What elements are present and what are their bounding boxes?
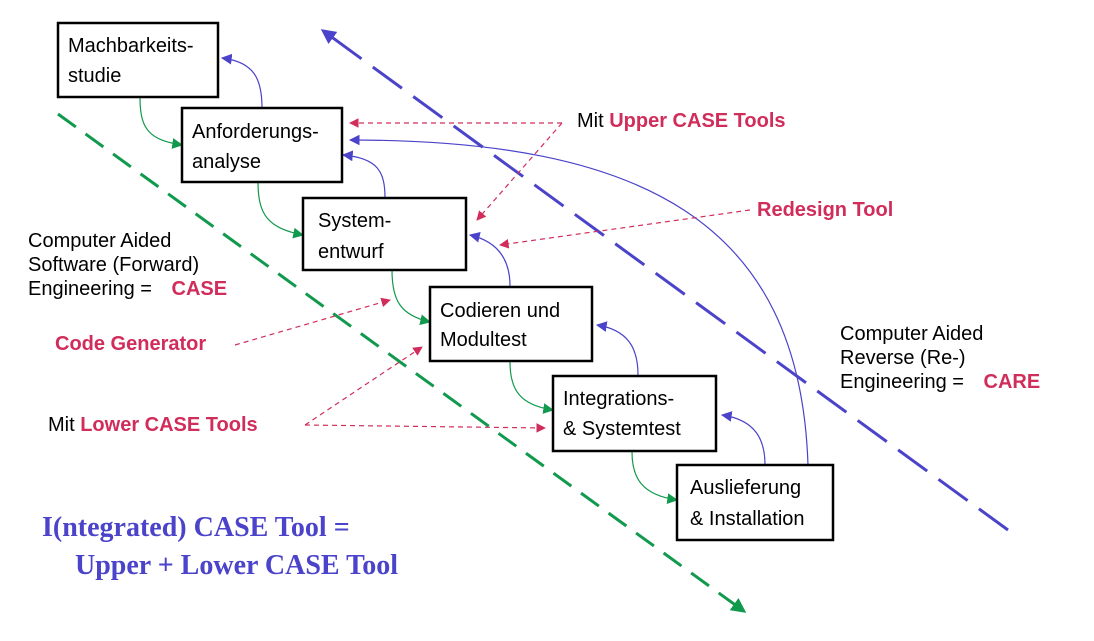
redesign-tool-label: Redesign Tool [757, 199, 893, 221]
phase-line-1: Integrations- [563, 388, 674, 410]
care-acronym: CARE [984, 371, 1041, 393]
care-line-2: Reverse (Re-) [840, 347, 966, 369]
flow-arrow-2 [257, 181, 305, 239]
flow-arrow-5 [631, 451, 679, 504]
lower-tool-arrow-1 [304, 346, 423, 426]
phase-box-feasibility: Machbarkeits- studie [56, 21, 220, 99]
phase-box-integration: Integrations- & Systemtest [551, 374, 718, 453]
reverse-arrow-1 [220, 53, 263, 109]
flow-arrow-1 [139, 97, 184, 149]
case-line-2: Software (Forward) [28, 254, 199, 276]
reverse-arrow-4 [595, 321, 639, 376]
case-label: Computer Aided Software (Forward) Engine… [28, 230, 227, 300]
phase-box-requirements: Anforderungs- analyse [180, 106, 344, 184]
case-line-1: Computer Aided [28, 230, 171, 252]
phase-line-1: Anforderungs- [192, 121, 319, 143]
phase-line-2: & Installation [690, 508, 805, 530]
phase-line-1: Machbarkeits- [68, 35, 194, 57]
lower-case-tools-label: Mit Lower CASE Tools [48, 414, 258, 436]
phase-line-2: studie [68, 65, 121, 87]
case-line-3: Engineering = CASE [28, 278, 227, 300]
redesign-tool-arrow [499, 209, 751, 249]
reverse-flow-arrows [220, 53, 809, 466]
phase-line-2: analyse [192, 151, 261, 173]
flow-arrow-4 [509, 361, 555, 414]
phase-box-coding: Codieren und Modultest [428, 285, 594, 363]
care-label: Computer Aided Reverse (Re-) Engineering… [840, 323, 1040, 393]
phase-line-1: Codieren und [440, 300, 560, 322]
care-line-1: Computer Aided [840, 323, 983, 345]
integrated-line-2: Upper + Lower CASE Tool [75, 550, 398, 581]
phase-line-1: System- [318, 210, 391, 232]
integrated-line-1: I(ntegrated) CASE Tool = [42, 512, 350, 543]
forward-flow-arrows [139, 97, 679, 504]
upper-case-tools-label: Mit Upper CASE Tools [577, 110, 786, 132]
phase-box-delivery: Auslieferung & Installation [675, 463, 835, 542]
tool-pointer-arrows [234, 118, 751, 433]
reverse-engineering-arrow [320, 28, 1009, 532]
forward-engineering-arrow [57, 112, 747, 614]
case-acronym: CASE [172, 278, 228, 300]
phase-box-system-design: System- entwurf [301, 196, 468, 272]
integrated-case-statement: I(ntegrated) CASE Tool = Upper + Lower C… [42, 512, 398, 581]
phase-line-2: entwurf [318, 241, 384, 263]
upper-tool-arrow-2 [476, 122, 563, 221]
reverse-arrow-2 [341, 150, 386, 199]
reverse-arrow-5 [720, 411, 766, 466]
phase-line-2: & Systemtest [563, 418, 681, 440]
reverse-arrow-long [348, 134, 809, 466]
code-generator-label: Code Generator [55, 333, 206, 355]
flow-arrow-3 [391, 269, 432, 326]
lower-tool-arrow-2 [304, 423, 546, 433]
care-line-3: Engineering = CARE [840, 371, 1040, 393]
phase-line-2: Modultest [440, 329, 527, 351]
phase-line-1: Auslieferung [690, 477, 801, 499]
reverse-arrow-3 [468, 231, 511, 287]
